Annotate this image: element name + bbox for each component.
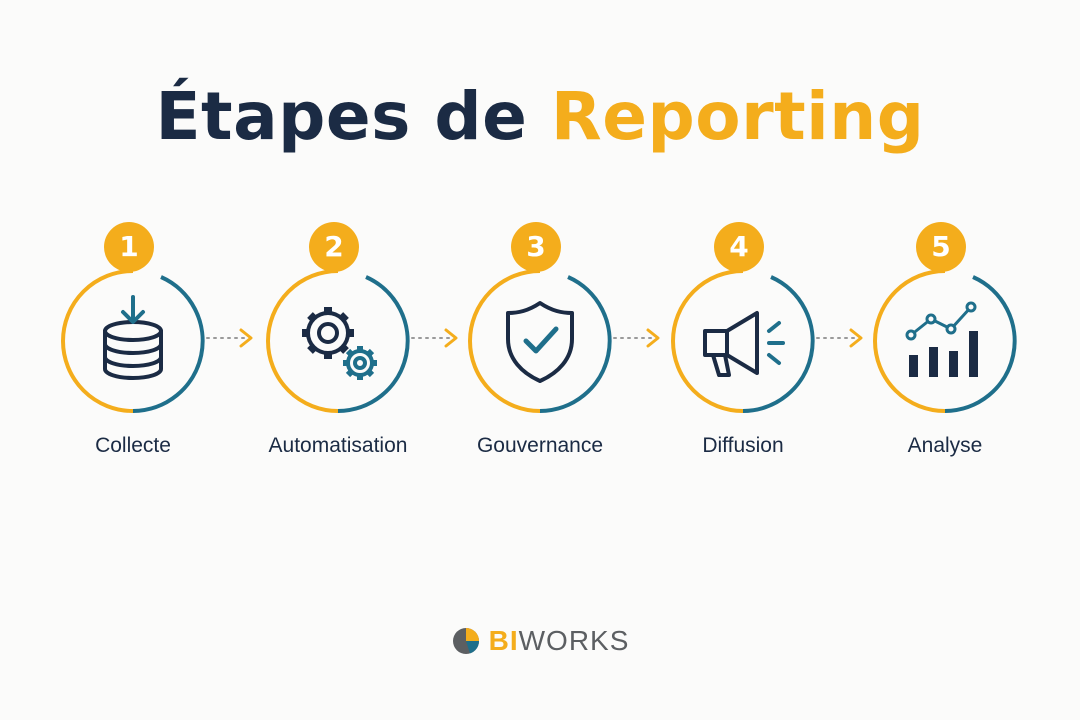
step-label: Analyse bbox=[907, 434, 983, 457]
title-accent: Reporting bbox=[550, 78, 925, 155]
step-label: Automatisation bbox=[268, 434, 408, 457]
step-ring bbox=[266, 269, 410, 413]
arrow-connector bbox=[411, 328, 458, 348]
brand-logo: BIWORKS bbox=[0, 624, 1080, 658]
step-automatisation: 2 bbox=[258, 222, 418, 472]
arrow-connector bbox=[613, 328, 660, 348]
step-ring bbox=[468, 269, 612, 413]
pie-logo-icon bbox=[452, 628, 479, 654]
database-download-icon bbox=[103, 295, 163, 380]
step-label: Diffusion bbox=[702, 434, 784, 457]
arrow-connector bbox=[206, 328, 253, 348]
step-label: Gouvernance bbox=[476, 434, 604, 457]
gears-icon bbox=[302, 307, 377, 380]
step-ring bbox=[873, 269, 1017, 413]
step-number-badge: 3 bbox=[511, 222, 561, 272]
shield-check-icon bbox=[506, 301, 574, 383]
step-number-badge: 5 bbox=[916, 222, 966, 272]
step-diffusion: 4 Diffusion bbox=[663, 222, 823, 472]
step-collecte: 1 Collecte bbox=[53, 222, 213, 472]
step-label: Collecte bbox=[95, 434, 171, 457]
step-number-badge: 4 bbox=[714, 222, 764, 272]
title-main: Étapes de bbox=[155, 78, 528, 155]
step-number-badge: 2 bbox=[309, 222, 359, 272]
bar-line-chart-icon bbox=[905, 301, 978, 377]
step-gouvernance: 3 Gouvernance bbox=[460, 222, 620, 472]
page-title: Étapes de Reporting bbox=[0, 78, 1080, 155]
step-analyse: 5 Analyse bbox=[865, 222, 1025, 472]
brand-name: BIWORKS bbox=[488, 625, 630, 656]
step-ring bbox=[61, 269, 205, 413]
step-ring bbox=[671, 269, 815, 413]
step-number-badge: 1 bbox=[104, 222, 154, 272]
arrow-connector bbox=[816, 328, 863, 348]
megaphone-icon bbox=[703, 311, 785, 377]
